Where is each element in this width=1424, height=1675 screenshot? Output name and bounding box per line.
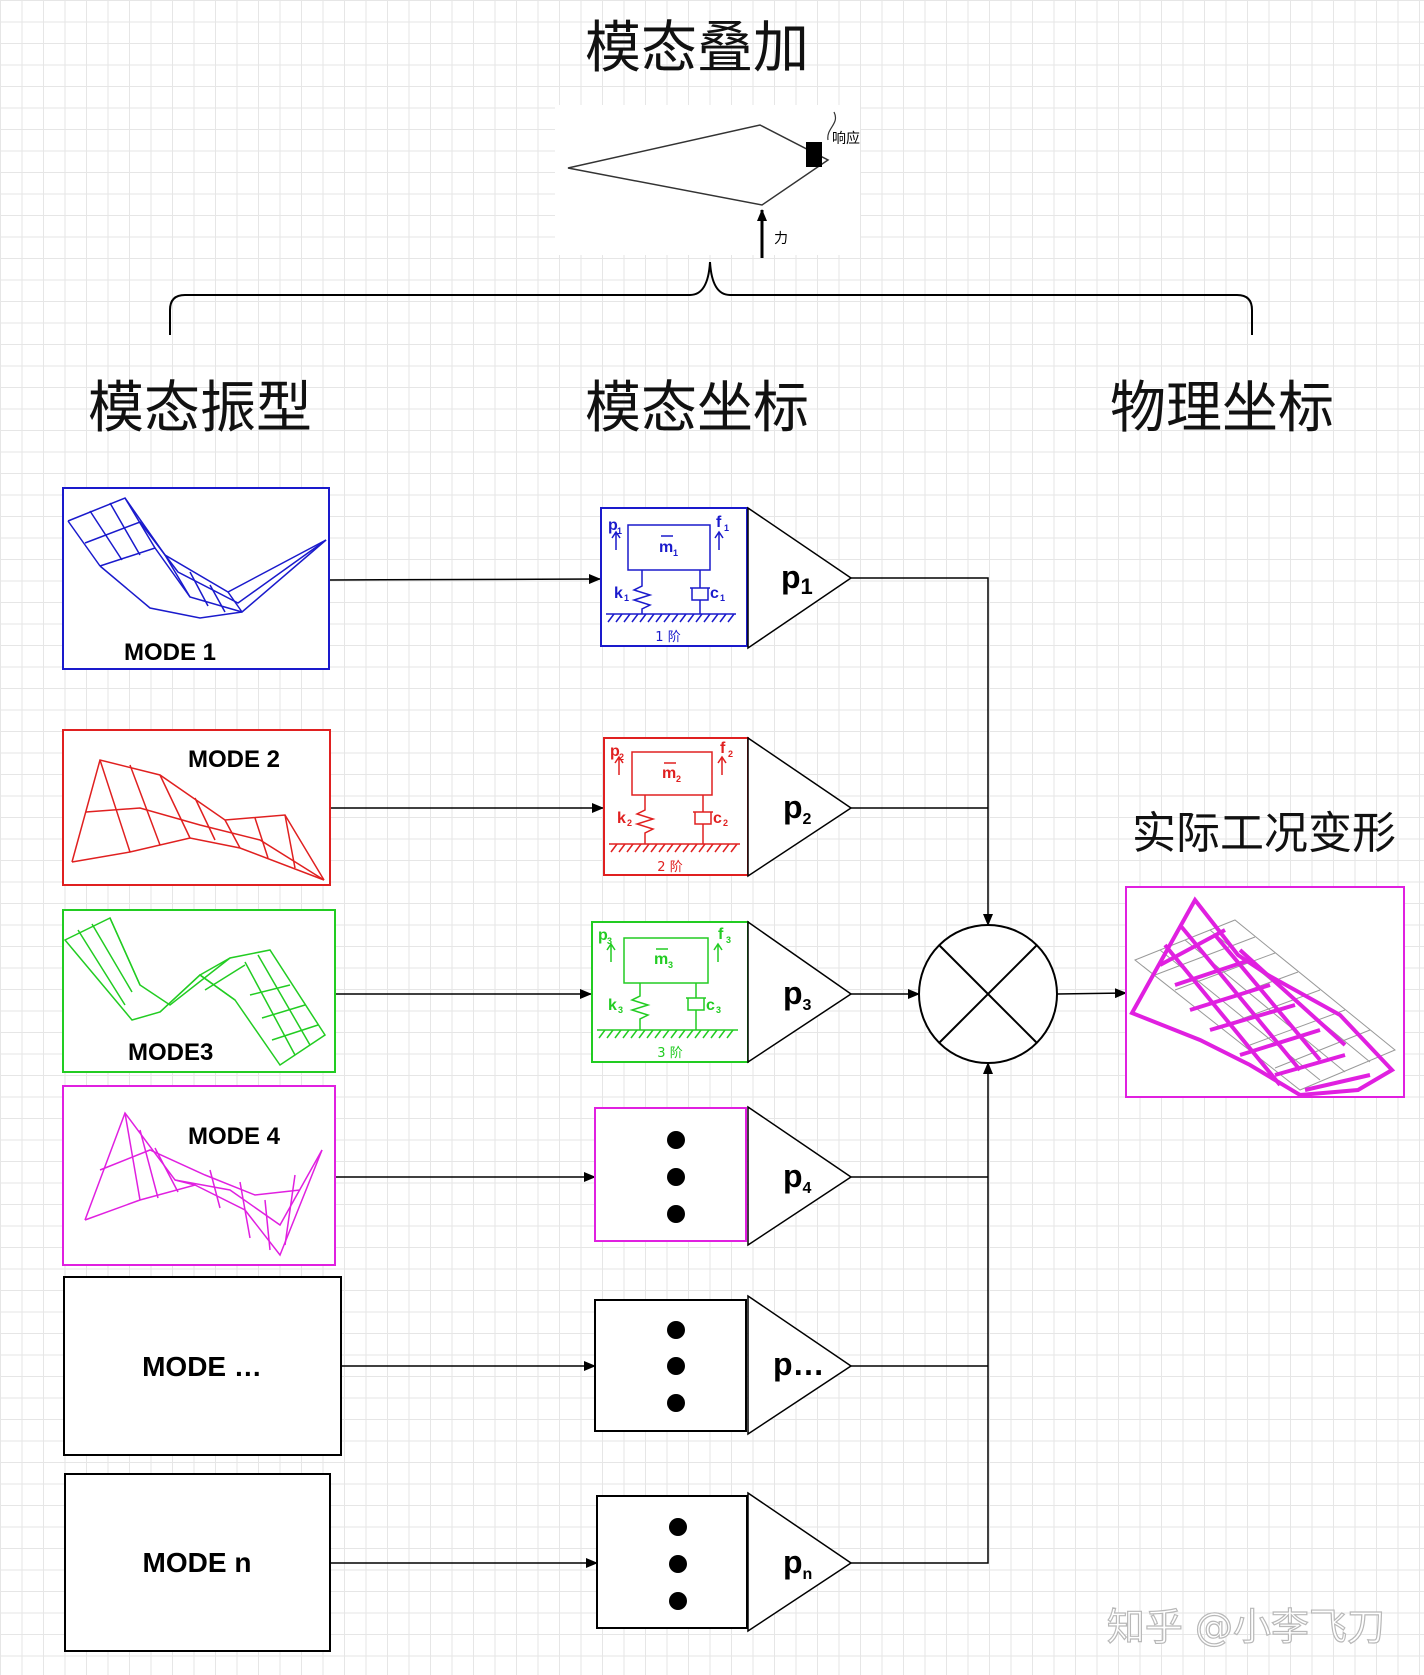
diagram-title: 模态叠加 [585,16,809,81]
mode-3-mesh [63,916,327,1067]
dots-box-5 [594,1299,747,1432]
group-brace [169,261,1253,335]
sdof-1-f-sub: 1 [724,523,729,533]
result-box [1125,886,1405,1098]
plate-illustration: 响应 力 [555,105,860,258]
gain-label-5: p… [773,1346,825,1382]
header-physical-coord: 物理坐标 [1110,376,1334,441]
sdof-box-1: p 1 f 1 m 1 k 1 c 1 1 阶 [600,507,748,647]
mode-2-mesh [71,759,325,881]
sdof-1-c: c [710,585,719,602]
mode-4-label: MODE 4 [188,1123,281,1150]
mode-5-label: MODE … [142,1351,262,1382]
mode-2-label: MODE 2 [188,746,280,773]
sdof-3-f-sub: 3 [726,935,731,945]
sdof-1-c-sub: 1 [720,593,725,603]
sdof-3-k-sub: 3 [618,1005,623,1015]
sdof-2-f: f [720,740,726,757]
sdof-2-m: m [662,765,676,782]
mode-to-coord-arrows [329,574,604,1568]
force-label: 力 [774,231,788,247]
sdof-1-p-sub: 1 [617,526,622,536]
result-label: 实际工况变形 [1132,808,1396,859]
sdof-2-k: k [617,810,626,827]
sdof-2-c: c [713,810,722,827]
gain-label-3: p3 [783,975,812,1014]
sdof-3-c-sub: 3 [716,1005,721,1015]
sum-connectors [851,577,1127,1564]
sdof-3-p-sub: 3 [607,936,612,946]
sdof-2-m-sub: 2 [676,774,681,784]
sdof-box-2: p 2 f 2 m 2 k 2 c 2 2 阶 [603,737,749,876]
gain-label-1: p1 [781,559,813,599]
sdof-3-f: f [718,926,724,943]
result-deformed-mesh [1129,896,1396,1098]
sdof-1-f: f [716,514,722,531]
sdof-3-p: p [598,927,608,944]
sdof-1-p: p [608,517,618,534]
header-mode-shape: 模态振型 [88,376,312,441]
mode-3-label: MODE3 [128,1039,213,1066]
sdof-1-k-sub: 1 [624,593,629,603]
mode-1-label: MODE 1 [124,639,216,666]
response-sensor [806,142,822,167]
mode-1-mesh [67,497,327,619]
mode-box-5: MODE … [63,1276,342,1456]
sdof-3-m: m [654,951,668,968]
sdof-2-c-sub: 2 [723,818,728,828]
header-modal-coord: 模态坐标 [585,376,809,441]
dots-box-6 [596,1495,748,1629]
sdof-box-3: p 3 f 3 m 3 k 3 c 3 3 阶 [591,921,749,1063]
sdof-2-p: p [610,743,620,760]
sdof-1-k: k [614,585,623,602]
sdof-2-k-sub: 2 [627,818,632,828]
summing-junction [918,924,1058,1064]
sdof-2-order: 2 阶 [657,860,682,875]
gain-triangles [747,506,853,1633]
sdof-3-c: c [706,997,715,1014]
gain-label-6: pn [783,1544,812,1583]
mode-box-1: MODE 1 [62,487,330,670]
mode-box-3: MODE3 [62,909,336,1073]
sdof-3-k: k [608,997,617,1014]
sdof-1-order: 1 阶 [655,630,680,645]
mode-box-4: MODE 4 [62,1085,336,1266]
sdof-1-m: m [659,539,673,556]
sdof-2-f-sub: 2 [728,749,733,759]
mode-6-label: MODE n [143,1547,252,1578]
sdof-3-m-sub: 3 [668,960,673,970]
response-label: 响应 [832,130,860,147]
watermark: 知乎 @小李飞刀 [1107,1605,1385,1649]
sdof-1-m-sub: 1 [673,548,678,558]
sdof-3-order: 3 阶 [657,1046,682,1061]
mode-box-6: MODE n [64,1473,331,1652]
gain-label-4: p4 [783,1158,812,1197]
mode-4-mesh [84,1111,323,1257]
gain-label-2: p2 [783,789,812,828]
mode-box-2: MODE 2 [62,729,331,886]
dots-box-4 [594,1107,747,1242]
sdof-2-p-sub: 2 [619,752,624,762]
